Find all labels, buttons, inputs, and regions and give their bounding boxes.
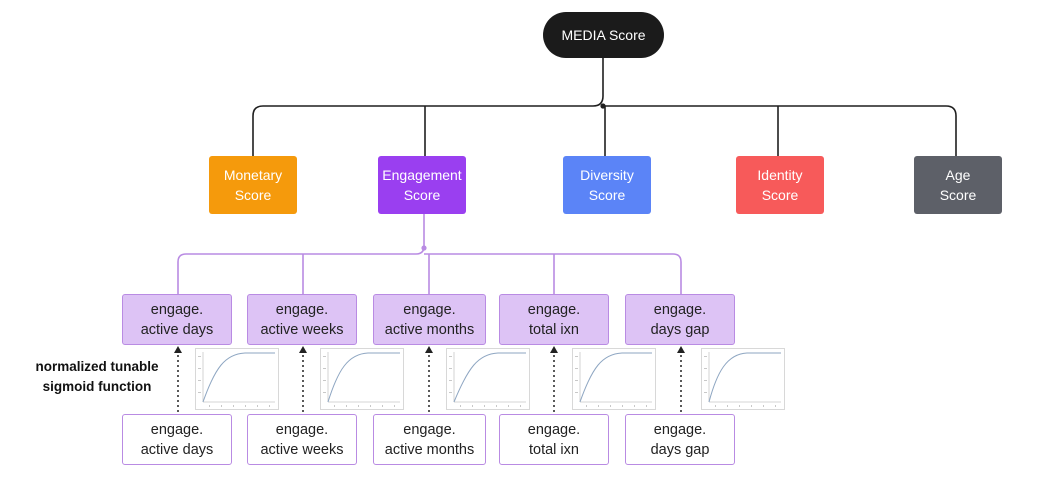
media-score-label: MEDIA Score	[561, 27, 646, 43]
age-score-label: Age Score	[939, 167, 977, 203]
feature-label: engage. total ixn	[527, 301, 581, 338]
feature-node-active-weeks: engage. active weeks	[247, 294, 357, 345]
age-score-node: Age Score	[914, 156, 1002, 214]
raw-feature-node-active-months: engage. active months	[373, 414, 486, 465]
raw-feature-label: engage. days gap	[650, 421, 710, 458]
raw-feature-node-active-weeks: engage. active weeks	[247, 414, 357, 465]
raw-feature-node-total-ixn: engage. total ixn	[499, 414, 609, 465]
feature-label: engage. active weeks	[260, 301, 344, 338]
raw-feature-label: engage. total ixn	[527, 421, 581, 458]
sigmoid-plot	[195, 348, 279, 410]
feature-label: engage. days gap	[650, 301, 710, 338]
sigmoid-annotation: normalized tunable sigmoid function	[24, 357, 170, 397]
identity-score-node: Identity Score	[736, 156, 824, 214]
sigmoid-plot	[701, 348, 785, 410]
engagement-score-label: Engagement Score	[382, 167, 462, 203]
engagement-score-node: Engagement Score	[378, 156, 466, 214]
feature-node-active-days: engage. active days	[122, 294, 232, 345]
sigmoid-plot	[446, 348, 530, 410]
raw-feature-node-days-gap: engage. days gap	[625, 414, 735, 465]
monetary-score-label: Monetary Score	[223, 167, 283, 203]
media-score-node: MEDIA Score	[543, 12, 664, 58]
feature-node-total-ixn: engage. total ixn	[499, 294, 609, 345]
feature-label: engage. active months	[384, 301, 475, 338]
sigmoid-plot	[572, 348, 656, 410]
identity-score-label: Identity Score	[757, 167, 803, 203]
raw-feature-label: engage. active days	[140, 421, 214, 458]
feature-node-active-months: engage. active months	[373, 294, 486, 345]
sigmoid-annotation-text: normalized tunable sigmoid function	[35, 359, 159, 394]
raw-feature-node-active-days: engage. active days	[122, 414, 232, 465]
raw-feature-label: engage. active months	[384, 421, 475, 458]
diversity-score-label: Diversity Score	[580, 167, 634, 203]
feature-node-days-gap: engage. days gap	[625, 294, 735, 345]
feature-label: engage. active days	[140, 301, 214, 338]
sigmoid-plot	[320, 348, 404, 410]
monetary-score-node: Monetary Score	[209, 156, 297, 214]
raw-feature-label: engage. active weeks	[260, 421, 344, 458]
diversity-score-node: Diversity Score	[563, 156, 651, 214]
